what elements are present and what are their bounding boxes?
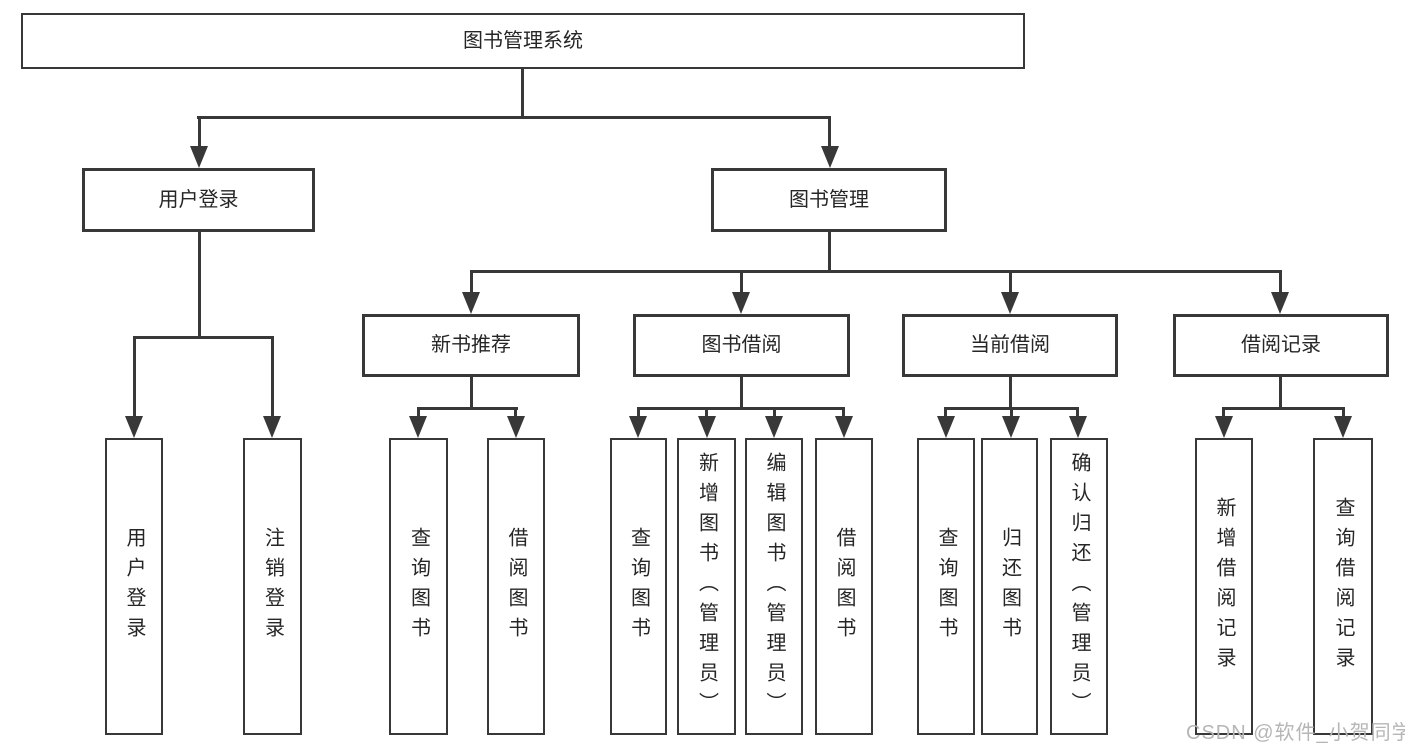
arrow-down-icon bbox=[1215, 416, 1233, 438]
arrow-down-icon bbox=[1271, 292, 1289, 314]
arrow-down-icon bbox=[1002, 416, 1020, 438]
connector-drop-leaf-user-login bbox=[133, 336, 136, 418]
connector-rec-split bbox=[417, 407, 518, 410]
node-new-book-recommend: 新书推荐 bbox=[362, 314, 580, 377]
arrow-down-icon bbox=[821, 146, 839, 168]
connector-level3-split bbox=[470, 270, 1282, 273]
connector-level2-split bbox=[197, 116, 831, 119]
connector-drop-rb-query bbox=[1342, 407, 1345, 419]
arrow-down-icon bbox=[462, 292, 480, 314]
arrow-down-icon bbox=[698, 416, 716, 438]
arrow-down-icon bbox=[1334, 416, 1352, 438]
arrow-down-icon bbox=[409, 416, 427, 438]
leaf-cur-query-book-label: 查询图书 bbox=[935, 526, 957, 647]
leaf-rb-query-record-label: 查询借阅记录 bbox=[1332, 496, 1354, 677]
connector-drop-rec-borrow bbox=[514, 407, 517, 419]
node-current-borrow: 当前借阅 bbox=[902, 314, 1118, 377]
arrow-down-icon bbox=[125, 416, 143, 438]
connector-drop-bor-add bbox=[705, 407, 708, 419]
connector-rb-stem bbox=[1279, 377, 1282, 409]
connector-drop-cur-query bbox=[944, 407, 947, 419]
connector-drop-book-borrow bbox=[740, 270, 743, 294]
node-borrow-record: 借阅记录 bbox=[1173, 314, 1389, 377]
connector-drop-rb-add bbox=[1222, 407, 1225, 419]
arrow-down-icon bbox=[1069, 416, 1087, 438]
connector-bor-split bbox=[637, 407, 845, 410]
connector-drop-book-mgmt bbox=[828, 116, 831, 148]
connector-cur-stem bbox=[1009, 377, 1012, 409]
node-book-borrow: 图书借阅 bbox=[633, 314, 850, 377]
arrow-down-icon bbox=[765, 416, 783, 438]
arrow-down-icon bbox=[190, 146, 208, 168]
arrow-down-icon bbox=[263, 416, 281, 438]
leaf-bor-query-book: 查询图书 bbox=[610, 438, 667, 735]
connector-drop-current-borrow bbox=[1009, 270, 1012, 294]
arrow-down-icon bbox=[1001, 292, 1019, 314]
connector-mgmt-stem bbox=[828, 232, 831, 272]
leaf-bor-edit-book-label: 编辑图书（管理员） bbox=[763, 451, 785, 722]
connector-rec-stem bbox=[470, 377, 473, 409]
leaf-cur-confirm-return: 确认归还（管理员） bbox=[1050, 438, 1108, 735]
leaf-rb-add-record-label: 新增借阅记录 bbox=[1213, 496, 1235, 677]
leaf-cur-return-book-label: 归还图书 bbox=[998, 526, 1021, 647]
connector-drop-new-book-rec bbox=[470, 270, 473, 294]
csdn-watermark: CSDN @软件_小贺同学 bbox=[1186, 722, 1405, 744]
connector-drop-rec-query bbox=[417, 407, 420, 419]
connector-bor-stem bbox=[740, 377, 743, 409]
connector-drop-bor-edit bbox=[773, 407, 776, 419]
connector-drop-bor-query bbox=[637, 407, 640, 419]
node-user-login-module: 用户登录 bbox=[82, 168, 315, 232]
leaf-cur-confirm-return-label: 确认归还（管理员） bbox=[1068, 451, 1090, 722]
leaf-user-login: 用户登录 bbox=[105, 438, 163, 735]
connector-drop-cur-return bbox=[1010, 407, 1013, 419]
leaf-rec-borrow-book-label: 借阅图书 bbox=[505, 526, 527, 647]
leaf-rec-query-book: 查询图书 bbox=[389, 438, 448, 735]
leaf-rec-query-book-label: 查询图书 bbox=[407, 526, 430, 647]
leaf-bor-add-book: 新增图书（管理员） bbox=[677, 438, 736, 735]
connector-user-stem bbox=[198, 232, 201, 338]
connector-drop-cur-confirm bbox=[1076, 407, 1079, 419]
leaf-user-login-label: 用户登录 bbox=[123, 526, 145, 647]
leaf-bor-edit-book: 编辑图书（管理员） bbox=[745, 438, 803, 735]
leaf-rb-add-record: 新增借阅记录 bbox=[1195, 438, 1253, 735]
arrow-down-icon bbox=[507, 416, 525, 438]
connector-drop-borrow-record bbox=[1279, 270, 1282, 294]
node-root-system: 图书管理系统 bbox=[21, 13, 1025, 69]
connector-drop-user-login bbox=[198, 116, 201, 148]
connector-drop-leaf-logout bbox=[271, 336, 274, 418]
arrow-down-icon bbox=[937, 416, 955, 438]
leaf-logout-label: 注销登录 bbox=[261, 526, 284, 647]
leaf-bor-borrow-book: 借阅图书 bbox=[815, 438, 873, 735]
arrow-down-icon bbox=[732, 292, 750, 314]
connector-drop-bor-borrow bbox=[842, 407, 845, 419]
connector-rb-split bbox=[1222, 407, 1345, 410]
arrow-down-icon bbox=[835, 416, 853, 438]
connector-root-stem bbox=[521, 69, 524, 118]
leaf-bor-add-book-label: 新增图书（管理员） bbox=[695, 451, 718, 722]
leaf-cur-query-book: 查询图书 bbox=[917, 438, 975, 735]
leaf-bor-query-book-label: 查询图书 bbox=[627, 526, 650, 647]
leaf-rec-borrow-book: 借阅图书 bbox=[487, 438, 545, 735]
arrow-down-icon bbox=[629, 416, 647, 438]
leaf-rb-query-record: 查询借阅记录 bbox=[1313, 438, 1373, 735]
leaf-cur-return-book: 归还图书 bbox=[981, 438, 1038, 735]
connector-user-split bbox=[133, 336, 274, 339]
leaf-logout: 注销登录 bbox=[243, 438, 302, 735]
node-book-management-module: 图书管理 bbox=[711, 168, 947, 232]
leaf-bor-borrow-book-label: 借阅图书 bbox=[833, 526, 855, 647]
